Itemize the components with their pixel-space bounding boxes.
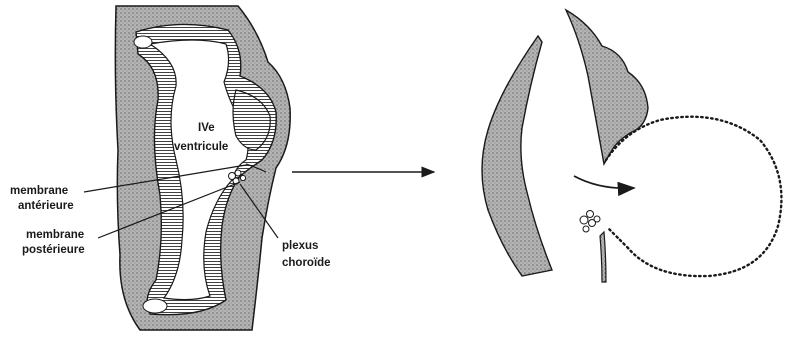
schematic-outpouching [482, 10, 781, 282]
anterior-membrane-label-line2: antérieure [18, 200, 74, 212]
schematic-lower-wall [600, 232, 606, 282]
choroid-plexus-label-line2: choroïde [282, 257, 331, 269]
posterior-membrane-label-line2: postérieure [22, 244, 85, 256]
posterior-membrane-label-line1: membrane [26, 229, 84, 241]
choroid-plexus-label-line1: plexus [282, 240, 318, 252]
lower-recess [143, 299, 167, 313]
neural-tube-section [115, 6, 290, 330]
ventricle-label-line2: ventricule [174, 141, 228, 153]
schematic-left-wall [482, 36, 552, 276]
schematic-choroid-plexus [580, 211, 600, 233]
ventricle-label-line1: IVe [198, 122, 215, 134]
dotted-pouch-membrane [606, 117, 781, 276]
flow-arrow [574, 176, 634, 188]
anterior-membrane-label-line1: membrane [10, 185, 68, 197]
schematic-upper-wall [566, 10, 648, 164]
upper-recess [134, 36, 152, 48]
